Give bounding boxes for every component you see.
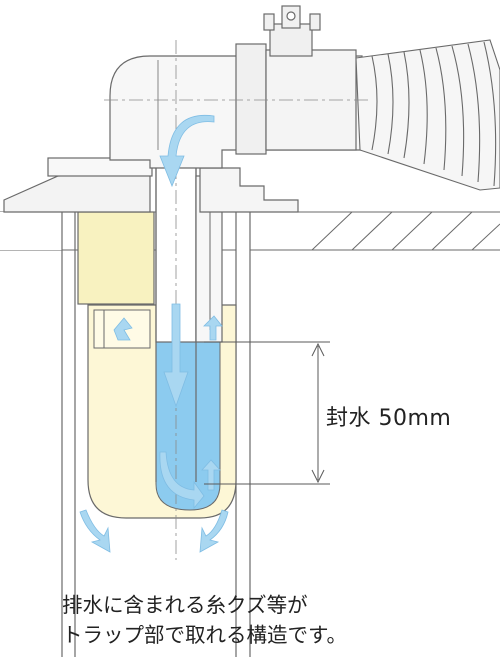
seal-dimension: [204, 341, 330, 485]
arrow-up-right: [203, 315, 223, 341]
arrow-exit-right: [199, 509, 229, 553]
corrugated-hose: [355, 39, 500, 191]
water-seal-label: 封水 50mm: [326, 406, 452, 431]
caption-line-1: 排水に含まれる糸クズ等が: [62, 593, 308, 617]
caption: 排水に含まれる糸クズ等が トラップ部で取れる構造です。: [62, 590, 347, 650]
elbow-pipe: [109, 5, 363, 169]
arrow-water-up: [201, 459, 221, 491]
arrow-exit-left: [79, 509, 111, 553]
arrow-pipe-down: [163, 303, 189, 408]
drain-pipe: [0, 200, 251, 657]
arrow-elbow-in: [159, 114, 215, 188]
arrow-u-turn: [159, 451, 205, 510]
caption-line-2: トラップ部で取れる構造です。: [62, 623, 347, 647]
flow-arrows: [79, 114, 229, 553]
arrow-up-left: [113, 317, 133, 341]
